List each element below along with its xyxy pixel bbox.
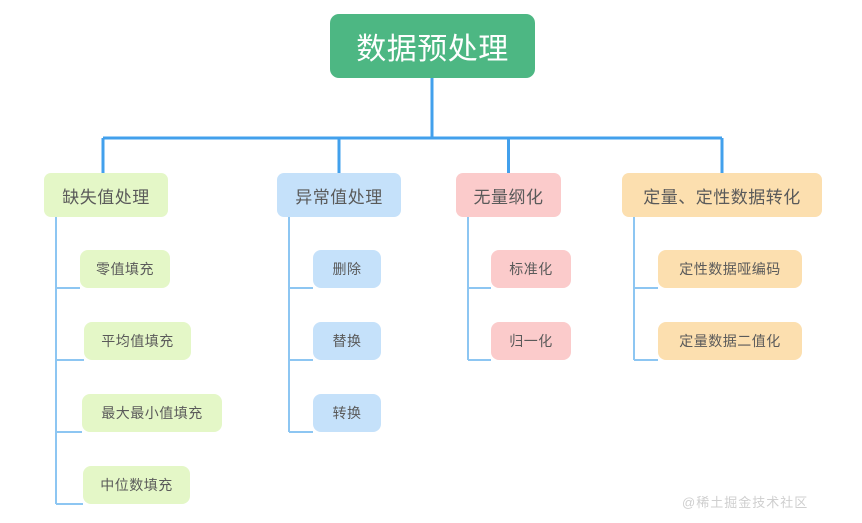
watermark-text: @稀土掘金技术社区 [682,495,809,510]
branch-node-1[interactable]: 缺失值处理 [44,173,168,217]
leaf-node-label: 最大最小值填充 [101,405,203,421]
branch-node-label: 异常值处理 [295,187,383,207]
leaf-node-label: 定量数据二值化 [679,333,781,349]
leaf-node-3-2[interactable]: 归一化 [491,322,571,360]
leaf-node-3-1[interactable]: 标准化 [491,250,571,288]
root-node-data-preprocessing[interactable]: 数据预处理 [330,14,535,78]
leaf-node-label: 转换 [332,405,362,421]
leaf-node-1-1[interactable]: 零值填充 [80,250,170,288]
branch-node-label: 定量、定性数据转化 [643,187,801,207]
leaf-node-label: 定性数据哑编码 [679,261,781,277]
leaf-node-2-2[interactable]: 替换 [313,322,381,360]
leaf-node-label: 替换 [332,333,362,349]
leaf-node-label: 零值填充 [96,261,154,277]
leaf-node-1-4[interactable]: 中位数填充 [83,466,190,504]
leaf-node-2-1[interactable]: 删除 [313,250,381,288]
leaf-node-label: 标准化 [509,261,553,277]
leaf-node-4-2[interactable]: 定量数据二值化 [658,322,802,360]
leaf-node-label: 平均值填充 [101,333,174,349]
branch-node-4[interactable]: 定量、定性数据转化 [622,173,822,217]
leaf-node-label: 中位数填充 [100,477,173,493]
leaf-node-label: 删除 [332,261,362,277]
root-node-label: 数据预处理 [356,33,509,66]
leaf-node-4-1[interactable]: 定性数据哑编码 [658,250,802,288]
branch-node-3[interactable]: 无量纲化 [456,173,561,217]
leaf-node-1-2[interactable]: 平均值填充 [84,322,191,360]
branch-node-label: 无量纲化 [473,187,544,207]
leaf-node-label: 归一化 [509,333,553,349]
branch-node-label: 缺失值处理 [62,187,150,207]
leaf-node-1-3[interactable]: 最大最小值填充 [82,394,222,432]
leaf-node-2-3[interactable]: 转换 [313,394,381,432]
branch-node-2[interactable]: 异常值处理 [277,173,401,217]
